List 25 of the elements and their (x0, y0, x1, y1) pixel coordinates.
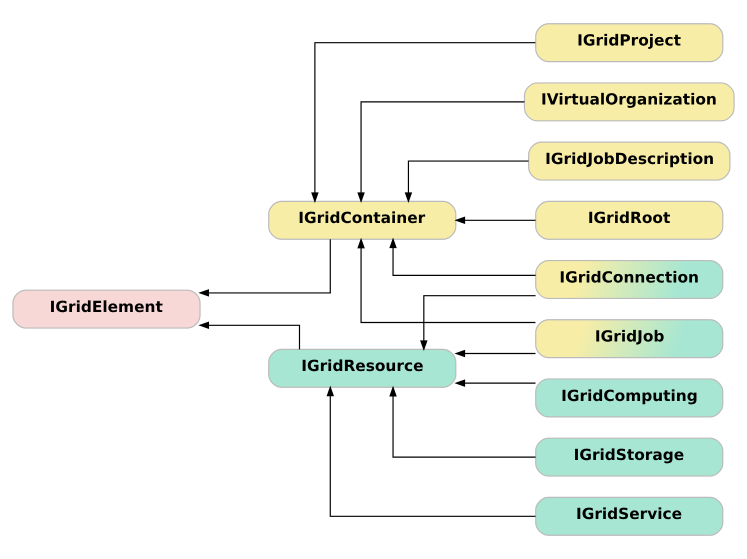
arrow (420, 295, 536, 352)
node-box: IGridJobDescription (528, 142, 730, 181)
arrow (404, 160, 529, 204)
arrow (311, 42, 536, 204)
arrow (357, 238, 536, 324)
arrow (198, 239, 331, 297)
node-box: IGridContainer (268, 200, 456, 240)
node-box: IGridStorage (535, 438, 724, 477)
node-box: IGridRoot (535, 200, 724, 240)
node-box: IVirtualOrganization (524, 82, 735, 122)
node-box: IGridResource (268, 348, 456, 388)
arrow (454, 350, 536, 358)
arrow (357, 101, 524, 204)
node-box: IGridProject (535, 23, 724, 62)
arrow (198, 322, 300, 350)
arrow (454, 379, 536, 387)
node-box: IGridService (535, 496, 724, 536)
node-box: IGridConnection (535, 260, 724, 300)
node-box: IGridComputing (535, 378, 724, 418)
arrow (389, 237, 536, 276)
node-box: IGridJob (535, 319, 724, 358)
arrow (326, 386, 536, 517)
node-box: IGridElement (12, 290, 201, 329)
arrow (454, 216, 536, 224)
arrow (389, 386, 536, 458)
